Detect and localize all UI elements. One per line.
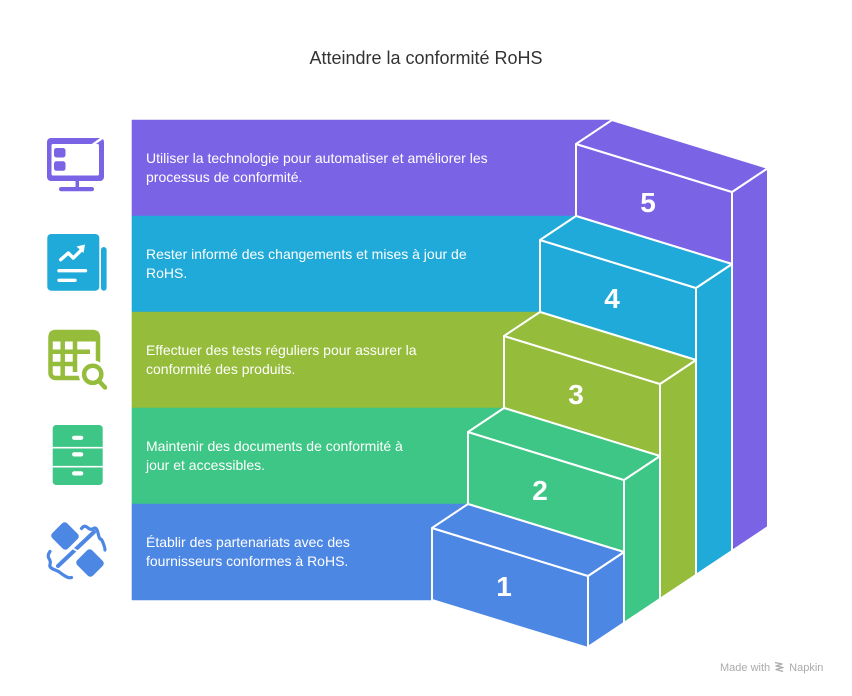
step-2-line-2: jour et accessibles.: [146, 457, 266, 473]
footer-watermark: Made with Napkin: [720, 661, 823, 675]
step-number-3: 3: [568, 379, 584, 410]
footer-made-with: Made with: [720, 662, 771, 674]
step-4-line-2: RoHS.: [146, 265, 188, 281]
step-3-description: Effectuer des tests réguliers pour assur…: [146, 312, 526, 408]
trend-report-icon: [44, 230, 108, 294]
step-4-line-1: Rester informé des changements et mises …: [146, 246, 467, 262]
step-1-line-1: Établir des partenariats avec des: [146, 534, 350, 550]
napkin-logo-icon: [774, 661, 785, 676]
step-1-top-face: [431, 503, 625, 577]
step-4-top-face: [539, 215, 733, 289]
staircase-shapes: [131, 119, 769, 649]
step-number-5: 5: [640, 187, 656, 218]
step-2-line-1: Maintenir des documents de conformité à: [146, 438, 403, 454]
file-cabinet-icon: [44, 422, 108, 486]
step-number-2: 2: [532, 475, 548, 506]
step-1-line-2: fournisseurs conformes à RoHS.: [146, 553, 349, 569]
table-search-icon: [44, 326, 108, 390]
diagram-title: Atteindre la conformité RoHS: [309, 48, 543, 68]
step-numbers: 1 2 3 4 5: [496, 187, 656, 602]
step-4-description: Rester informé des changements et mises …: [146, 216, 526, 312]
step-2-top-face: [467, 407, 661, 481]
step-number-1: 1: [496, 571, 512, 602]
computer-monitor-icon: [44, 134, 108, 198]
step-2-description: Maintenir des documents de conformité à …: [146, 408, 526, 504]
step-5-description: Utiliser la technologie pour automatiser…: [146, 120, 526, 216]
step-5-line-1: Utiliser la technologie pour automatiser…: [146, 150, 488, 166]
step-3-line-2: conformité des produits.: [146, 361, 296, 377]
step-5-line-2: processus de conformité.: [146, 169, 303, 185]
step-5-side-face: [731, 167, 769, 552]
step-number-4: 4: [604, 283, 620, 314]
footer-brand: Napkin: [789, 662, 824, 674]
step-3-line-1: Effectuer des tests réguliers pour assur…: [146, 342, 417, 358]
handshake-gear-icon: [44, 520, 108, 584]
step-5-top-face: [575, 119, 769, 193]
step-4-side-face: [695, 263, 733, 576]
step-1-description: Établir des partenariats avec des fourni…: [146, 504, 526, 600]
step-2-side-face: [623, 455, 661, 624]
step-3-side-face: [659, 359, 697, 600]
step-3-top-face: [503, 311, 697, 385]
